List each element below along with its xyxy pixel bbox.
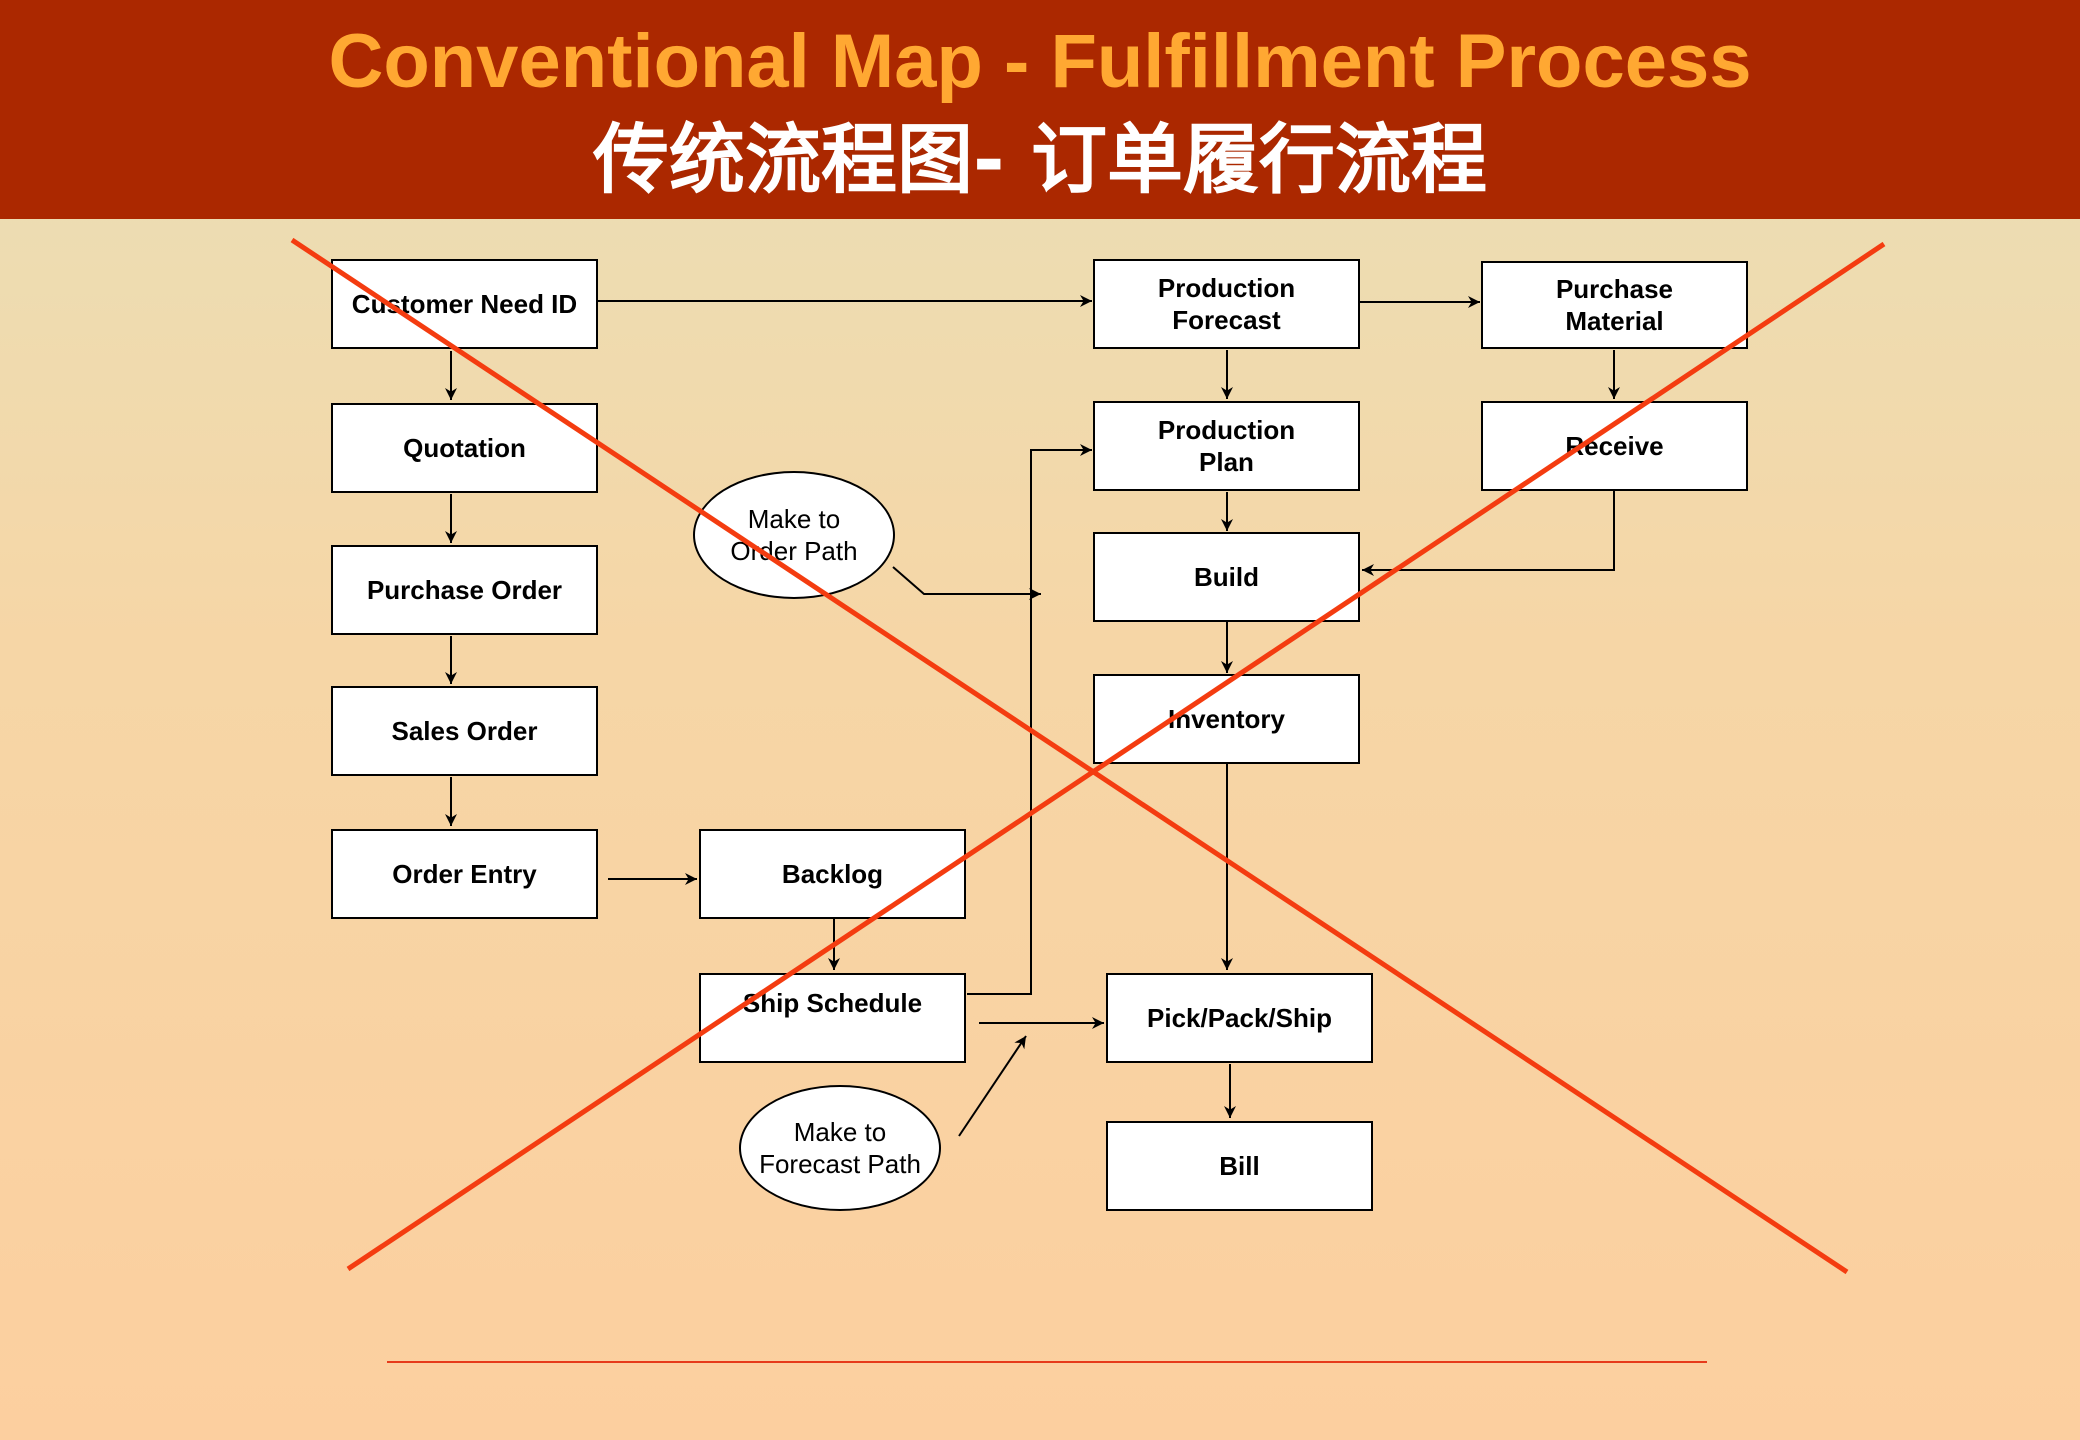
title-english: Conventional Map - Fulfillment Process xyxy=(328,19,1752,104)
oval-make-to-forecast-path: Make to Forecast Path xyxy=(739,1085,941,1211)
arrow-make-to-forecast xyxy=(958,1035,1027,1137)
box-bill: Bill xyxy=(1106,1121,1373,1211)
box-backlog: Backlog xyxy=(699,829,966,919)
box-receive: Receive xyxy=(1481,401,1748,491)
box-inventory: Inventory xyxy=(1093,674,1360,764)
box-build: Build xyxy=(1093,532,1360,622)
title-chinese: 传统流程图- 订单履行流程 xyxy=(592,115,1487,204)
box-purchase-material: Purchase Material xyxy=(1481,261,1748,349)
box-production-forecast: Production Forecast xyxy=(1093,259,1360,349)
arrow-make-to-order xyxy=(892,566,1041,600)
box-pick-pack-ship: Pick/Pack/Ship xyxy=(1106,973,1373,1063)
box-quotation: Quotation xyxy=(331,403,598,493)
box-sales-order: Sales Order xyxy=(331,686,598,776)
box-customer-need-id: Customer Need ID xyxy=(331,259,598,349)
box-purchase-order: Purchase Order xyxy=(331,545,598,635)
arrow-receive-to-build xyxy=(1362,491,1615,576)
box-ship-schedule: Ship Schedule xyxy=(699,973,966,1063)
footer-divider xyxy=(387,1361,1707,1363)
title-bar: Conventional Map - Fulfillment Process 传… xyxy=(0,0,2080,219)
oval-make-to-order-path: Make to Order Path xyxy=(693,471,895,599)
arrow-ship-to-plan xyxy=(967,444,1092,995)
box-order-entry: Order Entry xyxy=(331,829,598,919)
box-production-plan: Production Plan xyxy=(1093,401,1360,491)
